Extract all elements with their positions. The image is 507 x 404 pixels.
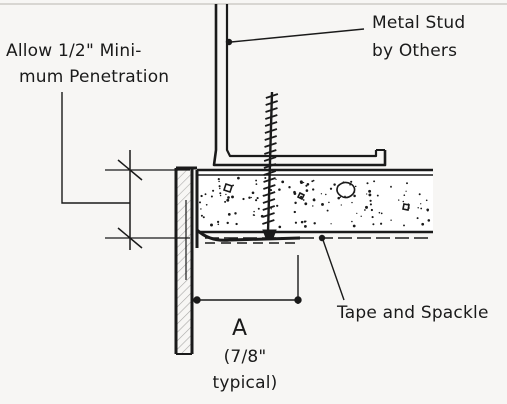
vertical-wall-section	[174, 166, 197, 355]
aggregate-stones	[222, 181, 410, 211]
screw-fastener	[262, 91, 279, 239]
leader-penetration	[61, 92, 130, 204]
leader-metal-stud	[225, 28, 365, 46]
label-dimension-a: A	[232, 316, 248, 341]
label-dimension-note-line2: typical)	[212, 373, 278, 393]
label-penetration-line1: Allow 1/2" Mini-	[6, 41, 142, 61]
concrete-panel	[195, 168, 433, 248]
leader-tape-spackle	[318, 234, 345, 301]
dimension-a-line	[193, 255, 302, 304]
label-metal-stud-line2: by Others	[372, 41, 458, 61]
concrete-aggregate	[198, 176, 431, 229]
label-dimension-note-line1: (7/8"	[223, 347, 267, 367]
penetration-dimension	[105, 150, 190, 250]
label-penetration-line2: mum Penetration	[19, 67, 170, 87]
label-tape-spackle: Tape and Spackle	[337, 303, 489, 323]
metal-stud-shape	[212, 4, 387, 167]
label-metal-stud-line1: Metal Stud	[372, 13, 466, 33]
